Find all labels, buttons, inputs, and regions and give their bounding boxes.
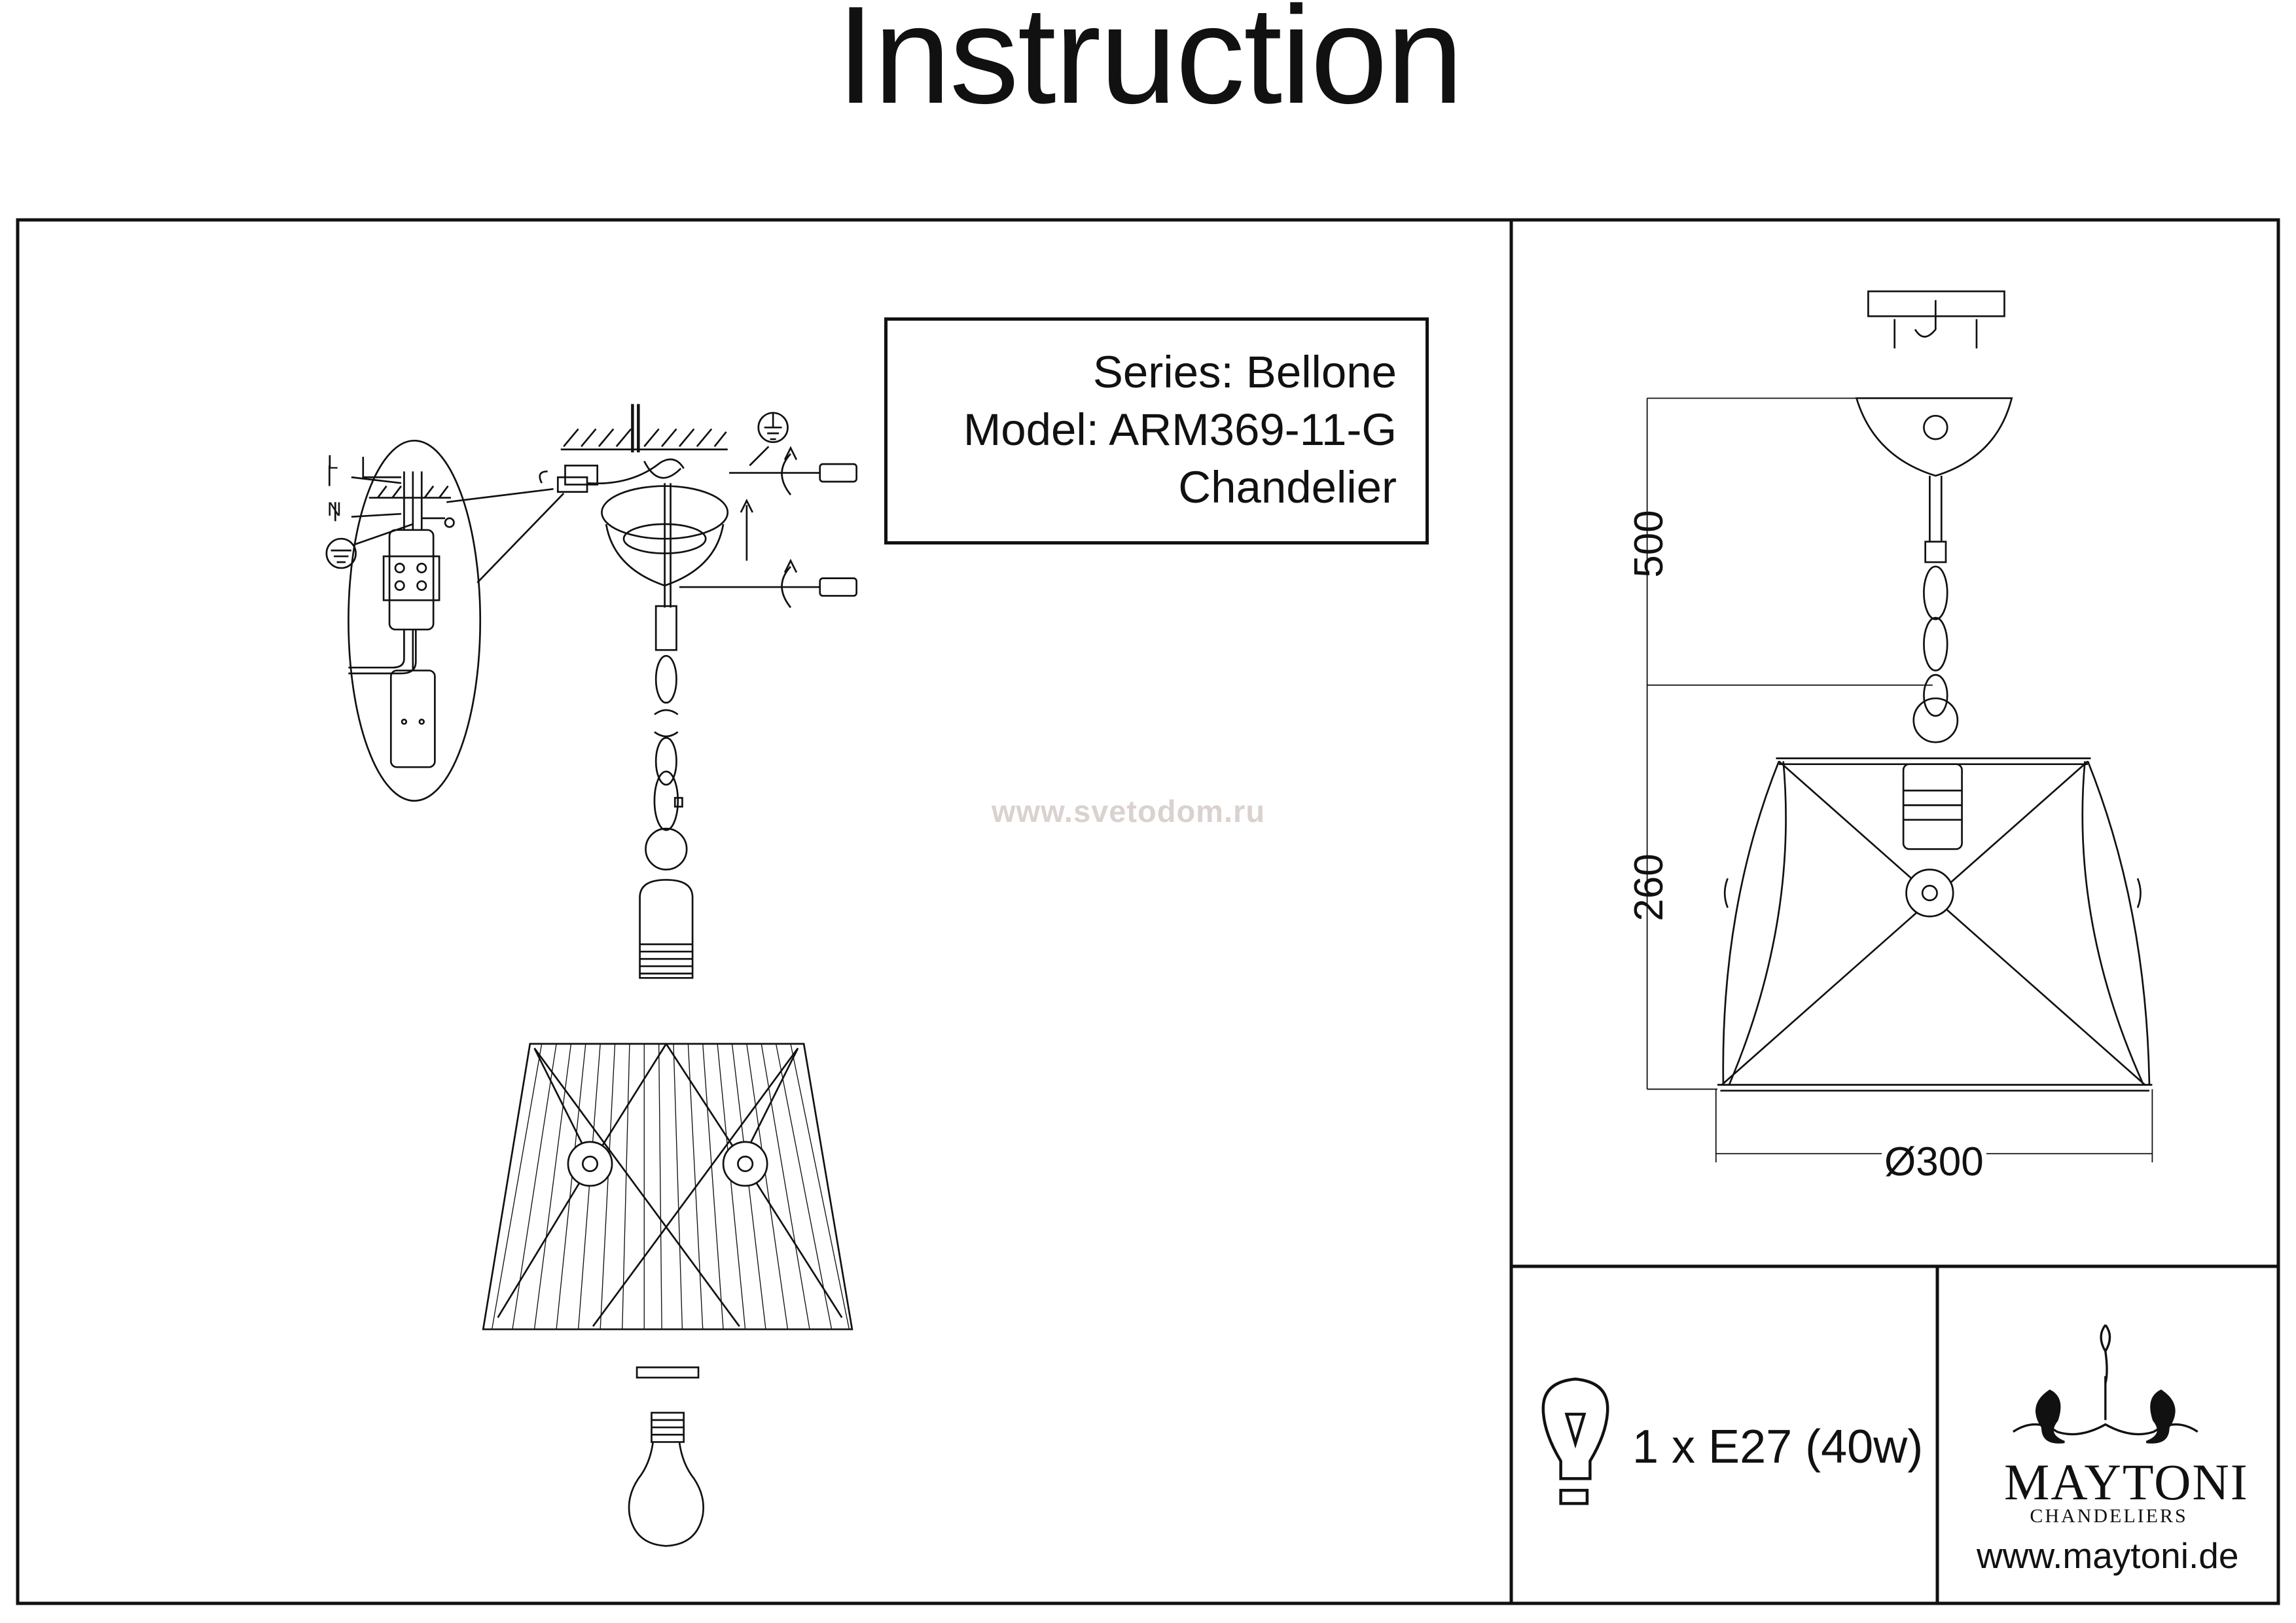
model-label: Model: ARM369-11-G xyxy=(963,404,1397,455)
outer-frame xyxy=(16,218,2280,1605)
brand-name: MAYTONI xyxy=(2004,1454,2249,1510)
bulb-icon xyxy=(1541,1378,1609,1505)
ceiling-mount-diagram xyxy=(539,404,857,979)
series-label: Series: Bellone xyxy=(1092,347,1397,397)
dimension-chain-length: 500 xyxy=(1626,510,1672,578)
live-wire-label: L xyxy=(327,452,338,473)
lamp-shade xyxy=(482,1043,853,1547)
dimension-diameter: Ø300 xyxy=(1882,1142,1986,1183)
dimension-body-height: 260 xyxy=(1626,853,1672,921)
ground-icon xyxy=(325,537,357,569)
watermark: www.svetodom.ru xyxy=(992,794,1266,829)
page-title: Instruction xyxy=(836,0,1463,132)
brand-website: www.maytoni.de xyxy=(1977,1535,2239,1576)
product-type-label: Chandelier xyxy=(1178,462,1397,512)
bulb-spec: 1 x E27 (40w) xyxy=(1632,1421,1924,1473)
product-elevation xyxy=(1646,290,2153,1163)
maytoni-logo xyxy=(2012,1324,2198,1444)
brand-tagline: CHANDELIERS xyxy=(2030,1505,2188,1527)
neutral-wire-label: N xyxy=(327,499,342,520)
product-info-box: Series: Bellone Model: ARM369-11-G Chand… xyxy=(884,317,1429,544)
wiring-detail xyxy=(325,439,565,802)
